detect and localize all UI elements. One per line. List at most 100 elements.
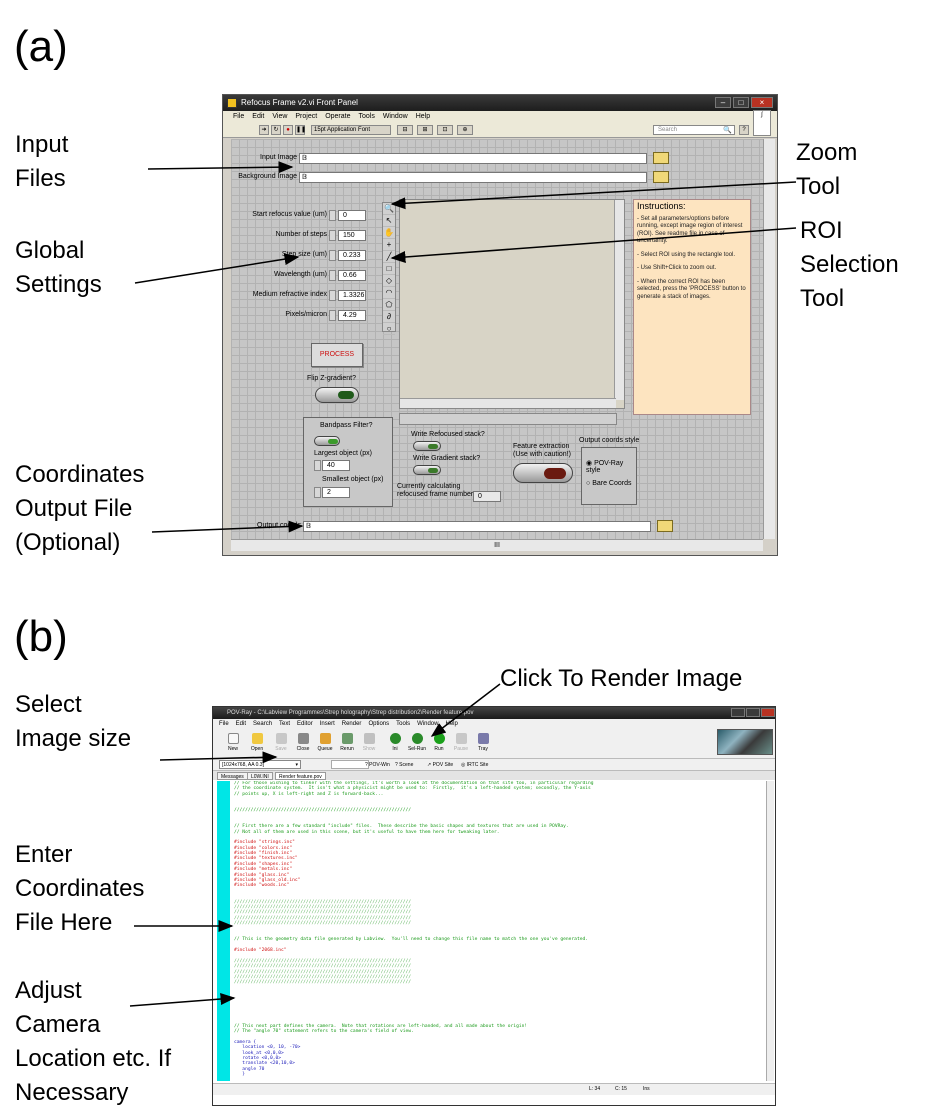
pov-menu-tools[interactable]: Tools	[396, 721, 411, 727]
povray-maximize-button[interactable]	[746, 708, 760, 717]
panel-vertical-scrollbar[interactable]	[763, 139, 775, 539]
menu-view[interactable]: View	[272, 113, 288, 120]
pov-menu-edit[interactable]: Edit	[235, 721, 247, 727]
run-arrow-icon[interactable]: ➜	[259, 125, 269, 135]
reorder-icon[interactable]: ⊕	[457, 125, 473, 135]
minimize-button[interactable]: –	[715, 97, 731, 108]
menu-project[interactable]: Project	[295, 113, 318, 120]
resize-icon[interactable]: ⊡	[437, 125, 453, 135]
povray-minimize-button[interactable]	[731, 708, 745, 717]
show-button[interactable]: Show	[357, 731, 381, 757]
flip-z-gradient-toggle[interactable]	[315, 387, 359, 403]
search-icon[interactable]: 🔍	[723, 127, 732, 134]
pov-menu-help[interactable]: Help	[445, 721, 458, 727]
open-button[interactable]: Open	[245, 731, 269, 757]
image-display[interactable]	[399, 199, 625, 409]
radio-bare-coords[interactable]: ○ Bare Coords	[586, 480, 632, 487]
number-of-steps-spinner[interactable]	[329, 230, 336, 241]
panel-horizontal-scrollbar[interactable]: III	[231, 539, 763, 551]
pov-menu-insert[interactable]: Insert	[319, 721, 335, 727]
align-icon[interactable]: ⊟	[397, 125, 413, 135]
oval-tool-icon[interactable]: ○	[383, 323, 395, 335]
maximize-button[interactable]: □	[733, 97, 749, 108]
rotated-rect-tool-icon[interactable]: ◇	[383, 275, 395, 287]
polygon-tool-icon[interactable]: ⬠	[383, 299, 395, 311]
irtc-site-link[interactable]: ◎ IRTC Site	[461, 762, 489, 768]
freehand-tool-icon[interactable]: ∂	[383, 311, 395, 323]
queue-button[interactable]: Queue	[313, 731, 337, 757]
smallest-object-spinner[interactable]	[314, 487, 321, 498]
browse-background-folder-icon[interactable]	[653, 171, 669, 183]
menu-help[interactable]: Help	[415, 113, 431, 120]
run-continuous-icon[interactable]: ↻	[271, 125, 281, 135]
close-file-button[interactable]: Close	[291, 731, 315, 757]
tab-messages[interactable]: Messages	[217, 772, 248, 780]
help-icon[interactable]: ?	[739, 125, 749, 135]
wavelength-spinner[interactable]	[329, 270, 336, 281]
sel-run-button[interactable]: Sel-Run	[405, 731, 429, 757]
menu-window[interactable]: Window	[382, 113, 408, 120]
step-size-spinner[interactable]	[329, 250, 336, 261]
image-vertical-scrollbar[interactable]	[614, 200, 624, 400]
pixels-per-micron-input[interactable]: 4.29	[338, 310, 366, 321]
povwin-link[interactable]: ? POV-Win	[365, 762, 390, 768]
feature-extraction-toggle[interactable]	[513, 463, 573, 483]
tab-render-feature[interactable]: Render feature.pov	[275, 772, 326, 780]
secondary-combo[interactable]	[331, 760, 369, 769]
ini-button[interactable]: Ini	[383, 731, 407, 757]
menu-edit[interactable]: Edit	[252, 113, 265, 120]
largest-object-input[interactable]: 40	[322, 460, 350, 471]
pov-menu-file[interactable]: File	[219, 721, 229, 727]
code-editor[interactable]: // For those wishing to tinker with the …	[232, 781, 767, 1081]
pov-menu-options[interactable]: Options	[368, 721, 390, 727]
bandpass-toggle[interactable]	[314, 436, 340, 446]
pov-menu-render[interactable]: Render	[341, 721, 362, 727]
abort-icon[interactable]: ●	[283, 125, 293, 135]
step-size-input[interactable]: 0.233	[338, 250, 366, 261]
resolution-dropdown[interactable]: [1024x768, AA 0.3] ▾	[219, 760, 301, 769]
start-refocus-input[interactable]: 0	[338, 210, 366, 221]
start-refocus-spinner[interactable]	[329, 210, 336, 221]
distribute-icon[interactable]: ⊞	[417, 125, 433, 135]
rectangle-roi-tool-icon[interactable]: □	[383, 263, 395, 275]
pause-button[interactable]: Pause	[449, 731, 473, 757]
pov-site-link[interactable]: ↗ POV Site	[427, 762, 454, 768]
menu-operate[interactable]: Operate	[325, 113, 351, 120]
browse-output-folder-icon[interactable]	[657, 520, 673, 532]
search-input[interactable]: Search	[653, 125, 735, 135]
pov-menu-editor[interactable]: Editor	[297, 721, 313, 727]
tab-lowini[interactable]: L0W.INI	[247, 772, 273, 780]
pause-icon[interactable]: ❚❚	[295, 125, 307, 135]
number-of-steps-input[interactable]: 150	[338, 230, 366, 241]
menu-file[interactable]: File	[233, 113, 245, 120]
browse-input-folder-icon[interactable]	[653, 152, 669, 164]
new-button[interactable]: New	[221, 731, 245, 757]
pointer-tool-icon[interactable]: ↖	[383, 215, 395, 227]
scene-link[interactable]: ? Scene	[395, 762, 414, 768]
refractive-index-input[interactable]: 1.3326	[338, 290, 366, 301]
povray-close-button[interactable]	[761, 708, 775, 717]
write-refocused-toggle[interactable]	[413, 441, 441, 451]
close-button[interactable]: ×	[751, 97, 773, 108]
pov-menu-search[interactable]: Search	[253, 721, 273, 727]
wavelength-input[interactable]: 0.66	[338, 270, 366, 281]
save-button[interactable]: Save	[269, 731, 293, 757]
crosshair-tool-icon[interactable]: +	[383, 239, 395, 251]
editor-vertical-scrollbar[interactable]	[766, 781, 774, 1081]
tray-button[interactable]: Tray	[471, 731, 495, 757]
menu-tools[interactable]: Tools	[358, 113, 375, 120]
input-image-path[interactable]: 𝔹	[299, 153, 647, 164]
process-button[interactable]: PROCESS	[311, 343, 363, 367]
line-tool-icon[interactable]: ╱	[383, 251, 395, 263]
font-selector[interactable]: 15pt Application Font	[311, 125, 391, 135]
pov-menu-window[interactable]: Window	[417, 721, 439, 727]
radio-povray-style[interactable]: ◉ POV-Ray style	[586, 460, 624, 474]
pov-menu-text[interactable]: Text	[279, 721, 291, 727]
pan-tool-icon[interactable]: ✋	[383, 228, 395, 239]
zoom-tool-icon[interactable]: 🔍	[383, 204, 395, 215]
smallest-object-input[interactable]: 2	[322, 487, 350, 498]
rerun-button[interactable]: Rerun	[335, 731, 359, 757]
output-coords-path[interactable]: 𝔹	[303, 521, 651, 532]
run-button[interactable]: Run	[427, 731, 451, 757]
image-horizontal-scrollbar[interactable]	[400, 398, 616, 408]
